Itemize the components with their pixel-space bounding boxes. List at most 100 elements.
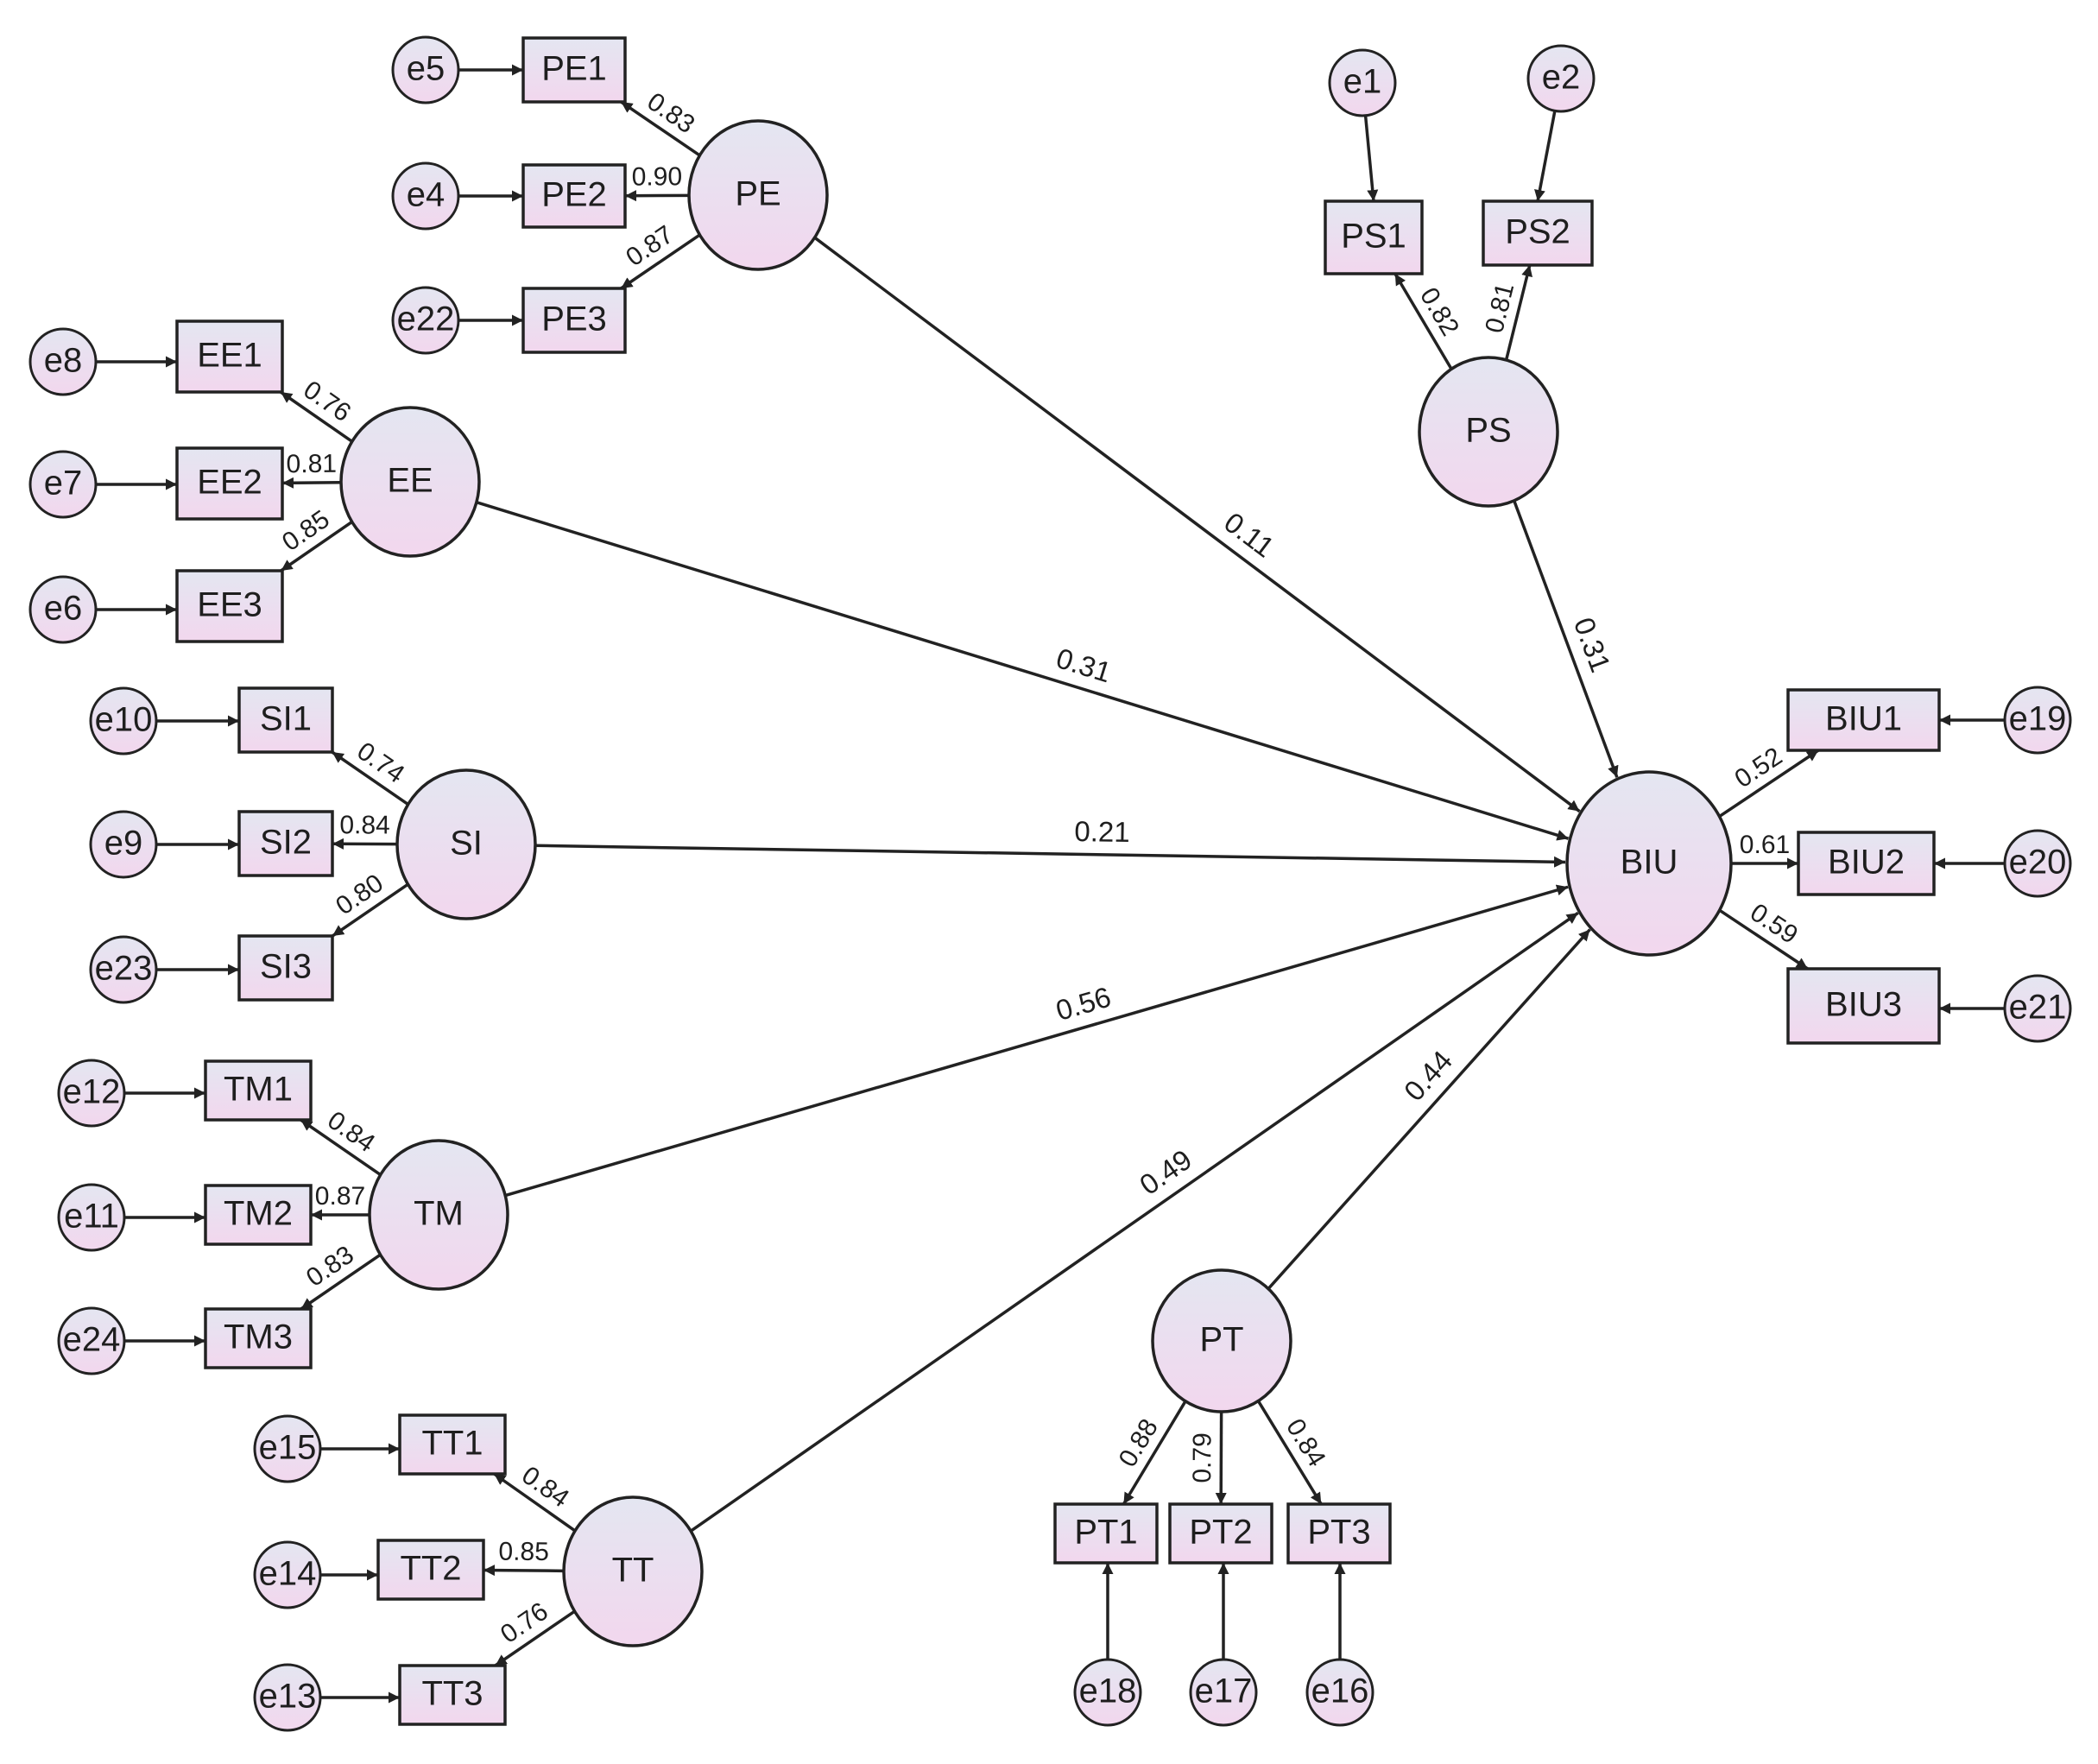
latent-tm[interactable]: TM <box>368 1139 509 1291</box>
error-circle <box>57 1306 126 1375</box>
indicator-tt2[interactable]: TT2 <box>376 1539 485 1601</box>
error-label: e15 <box>259 1429 317 1467</box>
indicator-box <box>204 1307 313 1369</box>
error-term-e1[interactable]: e1 <box>1328 48 1397 117</box>
indicator-ps2[interactable]: PS2 <box>1482 199 1594 267</box>
error-label: e5 <box>407 50 446 88</box>
error-term-e5[interactable]: e5 <box>391 35 460 104</box>
error-term-e7[interactable]: e7 <box>28 450 98 519</box>
error-term-e9[interactable]: e9 <box>89 810 158 879</box>
indicator-pt3[interactable]: PT3 <box>1286 1502 1392 1565</box>
loading-ps1: 0.82 <box>1414 283 1464 341</box>
path-tt-to-biu <box>690 911 1579 1533</box>
error-term-e12[interactable]: e12 <box>57 1059 126 1128</box>
path-coef-tm-biu: 0.56 <box>1052 981 1115 1027</box>
error-term-e19[interactable]: e19 <box>2003 686 2072 755</box>
loading-arrow-pt1 <box>1122 1400 1187 1505</box>
error-label: e19 <box>2009 700 2067 738</box>
indicator-biu2[interactable]: BIU2 <box>1797 831 1936 896</box>
latent-ellipse <box>687 119 829 271</box>
loading-tt3: 0.76 <box>496 1597 553 1649</box>
indicator-tm3[interactable]: TM3 <box>204 1307 313 1369</box>
loading-arrow-tt3 <box>494 1609 576 1667</box>
indicator-biu3[interactable]: BIU3 <box>1786 967 1941 1045</box>
connector-layer <box>96 64 2005 1704</box>
indicator-pe1[interactable]: PE1 <box>521 36 627 104</box>
loading-arrow-ps2 <box>1504 264 1533 361</box>
indicator-tm2[interactable]: TM2 <box>204 1184 313 1246</box>
indicator-pt1[interactable]: PT1 <box>1053 1502 1159 1565</box>
loading-biu1: 0.52 <box>1729 742 1787 793</box>
error-label: e20 <box>2009 844 2067 882</box>
latent-si[interactable]: SI <box>395 768 537 920</box>
error-term-e10[interactable]: e10 <box>89 686 158 756</box>
indicator-biu1[interactable]: BIU1 <box>1786 688 1941 752</box>
indicator-pt2[interactable]: PT2 <box>1168 1502 1273 1565</box>
latent-pt[interactable]: PT <box>1151 1268 1292 1413</box>
loading-ee2: 0.81 <box>286 450 337 479</box>
error-term-e4[interactable]: e4 <box>391 161 460 231</box>
error-circle <box>28 450 98 519</box>
indicator-tm1[interactable]: TM1 <box>204 1059 313 1122</box>
indicator-ee3[interactable]: EE3 <box>175 569 284 643</box>
loading-pe1: 0.83 <box>642 87 700 139</box>
error-term-e14[interactable]: e14 <box>253 1540 322 1609</box>
error-term-e21[interactable]: e21 <box>2003 974 2072 1043</box>
indicator-pe3[interactable]: PE3 <box>521 287 627 354</box>
latent-biu[interactable]: BIU <box>1565 770 1733 957</box>
error-circle <box>28 575 98 644</box>
indicator-box <box>398 1413 507 1476</box>
error-circle <box>1328 48 1397 117</box>
error-term-e22[interactable]: e22 <box>391 286 460 355</box>
indicator-ee2[interactable]: EE2 <box>175 446 284 521</box>
error-term-e23[interactable]: e23 <box>89 935 158 1004</box>
error-term-e13[interactable]: e13 <box>253 1663 322 1732</box>
indicator-si3[interactable]: SI3 <box>237 934 334 1002</box>
error-circle <box>89 935 158 1004</box>
error-term-e2[interactable]: e2 <box>1526 44 1596 113</box>
latent-pe[interactable]: PE <box>687 119 829 271</box>
error-label: e9 <box>104 825 143 863</box>
error-circle <box>391 35 460 104</box>
error-term-e6[interactable]: e6 <box>28 575 98 644</box>
indicator-ps1[interactable]: PS1 <box>1324 199 1424 275</box>
indicator-label: PT3 <box>1307 1514 1370 1552</box>
error-label: e23 <box>95 950 153 988</box>
latent-label: TM <box>414 1195 464 1233</box>
error-term-e18[interactable]: e18 <box>1073 1658 1142 1727</box>
loading-arrow-ee1 <box>280 390 353 443</box>
loading-tm3: 0.83 <box>301 1241 359 1293</box>
latent-ee[interactable]: EE <box>339 406 481 558</box>
indicator-box <box>237 934 334 1002</box>
indicator-label: PE2 <box>541 176 607 214</box>
error-term-e15[interactable]: e15 <box>253 1414 322 1483</box>
indicator-box <box>204 1184 313 1246</box>
error-arrow-e2 <box>1534 111 1557 202</box>
indicator-label: SI2 <box>260 824 312 862</box>
error-term-e16[interactable]: e16 <box>1305 1658 1374 1727</box>
indicator-label: BIU2 <box>1828 844 1905 882</box>
error-term-e8[interactable]: e8 <box>28 327 98 396</box>
indicator-label: EE1 <box>197 337 262 375</box>
latent-tt[interactable]: TT <box>562 1495 704 1647</box>
indicator-tt3[interactable]: TT3 <box>398 1664 507 1726</box>
indicator-ee1[interactable]: EE1 <box>175 319 284 394</box>
error-term-e11[interactable]: e11 <box>57 1183 126 1252</box>
latent-ps[interactable]: PS <box>1418 356 1559 508</box>
indicator-tt1[interactable]: TT1 <box>398 1413 507 1476</box>
error-circle <box>28 327 98 396</box>
error-term-e24[interactable]: e24 <box>57 1306 126 1375</box>
error-label: e18 <box>1079 1672 1137 1710</box>
indicator-label: PS1 <box>1341 218 1406 256</box>
indicator-label: PE1 <box>541 50 607 88</box>
loading-pt1: 0.88 <box>1114 1414 1164 1472</box>
indicator-si2[interactable]: SI2 <box>237 810 334 877</box>
indicator-pe2[interactable]: PE2 <box>521 163 627 229</box>
indicator-box <box>1797 831 1936 896</box>
error-term-e17[interactable]: e17 <box>1189 1658 1258 1727</box>
indicator-si1[interactable]: SI1 <box>237 686 334 754</box>
loading-tm1: 0.84 <box>322 1106 380 1158</box>
error-term-e20[interactable]: e20 <box>2003 829 2072 898</box>
indicator-label: EE2 <box>197 464 262 502</box>
